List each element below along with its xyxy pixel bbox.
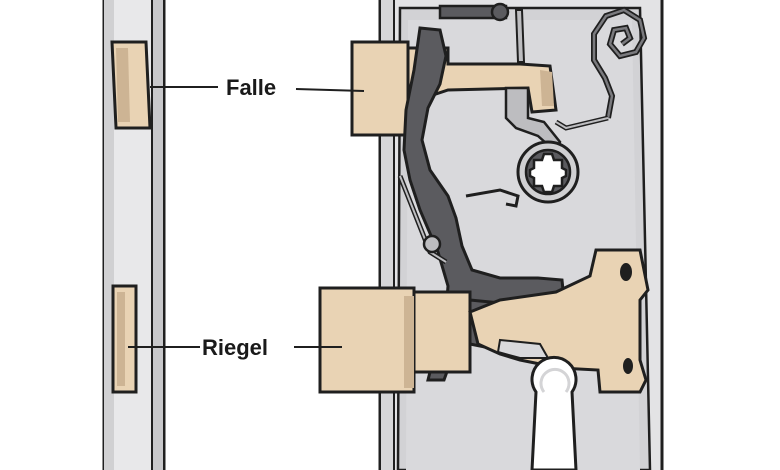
bolt-label: Riegel [202,335,268,360]
bolt-tail-plate [468,248,650,394]
coil-spring [554,6,648,131]
cylinder-keyhole [530,355,578,470]
dead-bolt [318,286,472,394]
bolt-strike-opening [111,284,138,394]
spring-rod [438,2,526,63]
latch-label: Falle [226,75,276,100]
leader-lines [128,86,365,348]
lever-spring [397,175,520,265]
handle-spindle-hub [516,140,580,204]
latch-strike-opening [110,40,152,130]
